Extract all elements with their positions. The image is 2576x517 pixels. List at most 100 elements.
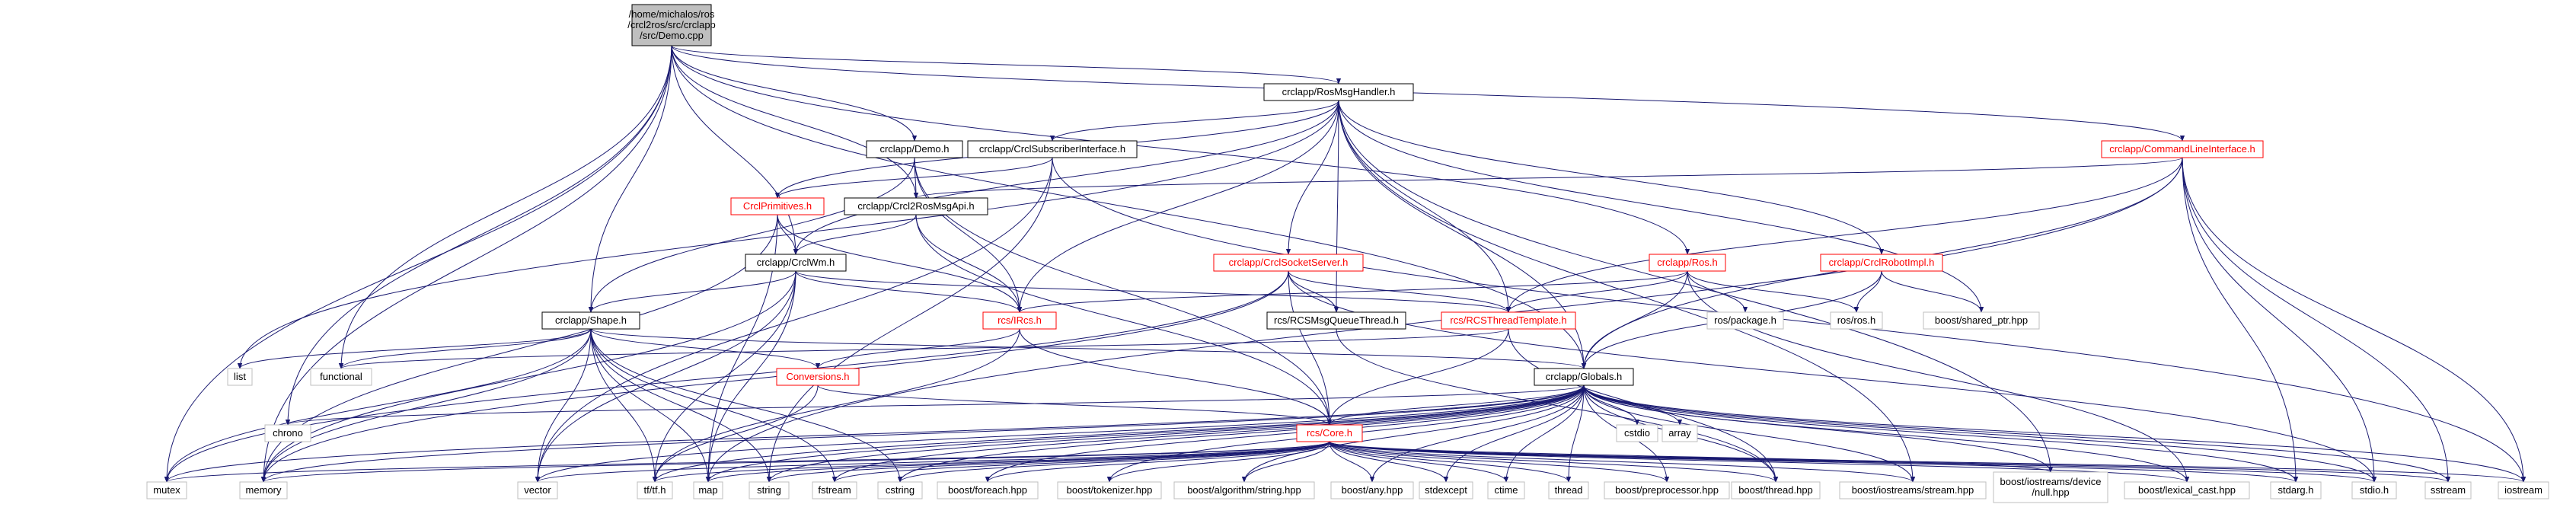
node-box-stdexcept [1419,481,1473,499]
edge-rcsmsgqueue-to-boostthread [1336,328,1779,483]
node-iostream: iostream [2498,481,2549,499]
node-box-boostany [1330,481,1414,499]
edge-rcscore-to-stdexcept [1329,441,1449,483]
node-crclwm[interactable]: crclapp/CrclWm.h [745,254,847,272]
node-label-crclsubscriber: crclapp/CrclSubscriberInterface.h [979,143,1125,155]
edge-ros_h-to-globals [1581,270,1688,369]
node-box-iostreamsnull [1993,471,2108,503]
node-box-crclsubscriber [967,140,1138,158]
edge-shape-to-fstream [590,328,838,483]
node-box-shape [541,311,640,330]
node-rcsmsgqueue[interactable]: rcs/RCSMsgQueueThread.h [1266,311,1406,330]
edge-crclsocketserver-to-rcscore [1288,270,1333,426]
edge-globals-to-algostring [1241,385,1585,483]
node-commandline[interactable]: crclapp/CommandLineInterface.h [2101,140,2264,158]
node-box-rospackage [1706,311,1784,330]
node-box-vector [517,481,558,499]
node-rcscore[interactable]: rcs/Core.h [1296,424,1363,442]
edge-conversions-to-tf [652,385,819,483]
edge-rosmsghandler-to-rcsmsgqueue [1333,100,1339,313]
node-stdexcept: stdexcept [1419,481,1473,499]
node-tf: tf/tf.h [637,481,673,499]
node-fstream: fstream [812,481,857,499]
node-label-cstdio: cstdio [1624,427,1650,439]
node-conversions[interactable]: Conversions.h [776,368,860,386]
node-label-iostreamsstream: boost/iostreams/stream.hpp [1852,484,1974,496]
node-label-rosros: ros/ros.h [1837,314,1876,326]
node-mutex: mutex [146,481,187,499]
edge-globals-to-stdarg [1583,385,2299,483]
node-crcl2rosmsgapi[interactable]: crclapp/Crcl2RosMsgApi.h [844,197,988,215]
node-shape[interactable]: crclapp/Shape.h [541,311,640,330]
node-rosmsghandler[interactable]: crclapp/RosMsgHandler.h [1263,83,1414,101]
node-box-demo_h [866,140,963,158]
edge-crcl2rosmsgapi-to-rcscore [915,214,1333,426]
edge-globals-to-stdio [1583,385,2377,483]
edge-rcscore-to-thread [1329,441,1572,483]
edge-rosmsghandler-to-rcsthreadtemplate [1338,100,1511,313]
node-foreach: boost/foreach.hpp [937,481,1039,499]
edge-crcl2rosmsgapi-to-ircs [915,214,1023,313]
node-iostreamsstream: boost/iostreams/stream.hpp [1839,481,1987,499]
node-rcsthreadtemplate[interactable]: rcs/RCSThreadTemplate.h [1441,311,1576,330]
edge-rcscore-to-boostthread [1329,441,1779,483]
edge-commandline-to-crcl2rosmsgapi [914,157,2183,199]
edge-globals-to-lexicalcast [1583,385,2190,483]
node-demo_cpp[interactable]: /home/michalos/ros/crcl2ros/src/crclapp/… [627,4,716,46]
node-ros_h[interactable]: crclapp/Ros.h [1649,254,1726,272]
edge-crclsubscriber-to-iostream [1052,157,2527,483]
node-box-conversions [776,368,860,386]
node-box-cstdio [1616,424,1658,442]
edge-demo_h-to-shape [588,157,915,313]
edge-globals-to-thread [1566,385,1585,483]
edge-rcscore-to-memory [261,441,1330,483]
edge-shape-to-vector [535,328,592,483]
node-box-rosros [1830,311,1883,330]
edge-rcscore-to-tokenizer [1106,441,1330,483]
node-label-boostany: boost/any.hpp [1342,484,1403,496]
node-ircs[interactable]: rcs/IRcs.h [982,311,1057,330]
node-demo_h[interactable]: crclapp/Demo.h [866,140,963,158]
node-sstream: sstream [2424,481,2472,499]
node-crclprimitives[interactable]: CrclPrimitives.h [730,197,825,215]
edge-rcscore-to-ctime [1329,441,1509,483]
edge-ros_h-to-lexicalcast [1687,270,2190,483]
node-label-chrono: chrono [273,427,303,439]
node-box-rcsthreadtemplate [1441,311,1576,330]
node-cstring: cstring [877,481,923,499]
edge-shape-to-cstring [590,328,903,483]
edge-globals-to-mutex [164,385,1585,483]
node-box-mutex [146,481,187,499]
node-box-crclwm [745,254,847,272]
edge-rcscore-to-lexicalcast [1329,441,2189,483]
node-label-rcscore: rcs/Core.h [1307,427,1352,439]
node-crclsubscriber[interactable]: crclapp/CrclSubscriberInterface.h [967,140,1138,158]
node-label-demo_cpp: /crcl2ros/src/crclapp [627,19,716,30]
edge-ros_h-to-rcsthreadtemplate [1505,270,1688,313]
node-box-lexicalcast [2124,481,2250,499]
edge-rcscore-to-iostreamsnull [1329,441,2053,473]
edge-rcscore-to-stdio [1329,441,2376,483]
node-box-chrono [264,424,311,442]
node-label-globals: crclapp/Globals.h [1546,371,1622,382]
node-crclsocketserver[interactable]: crclapp/CrclSocketServer.h [1213,254,1364,272]
edge-demo_cpp-to-mutex [164,45,672,483]
node-stdarg: stdarg.h [2270,481,2322,499]
node-box-foreach [937,481,1039,499]
node-crclrobotimpl[interactable]: crclapp/CrclRobotImpl.h [1820,254,1943,272]
node-box-stdio [2351,481,2397,499]
edge-crclsubscriber-to-string [766,157,1053,483]
edge-rcscore-to-fstream [832,441,1330,483]
edge-rosmsghandler-to-crclsubscriber [1049,100,1339,142]
node-box-iostreamsstream [1839,481,1987,499]
edge-globals-to-foreach [985,385,1585,483]
node-lexicalcast: boost/lexical_cast.hpp [2124,481,2250,499]
node-label-crclrobotimpl: crclapp/CrclRobotImpl.h [1829,257,1935,268]
node-box-cstring [877,481,923,499]
edge-ros_h-to-rospackage [1687,270,1748,313]
node-box-tokenizer [1057,481,1162,499]
edge-commandline-to-stdarg [2182,157,2299,483]
node-label-functional: functional [320,371,362,382]
edge-rcscore-to-stdarg [1329,441,2298,483]
node-globals[interactable]: crclapp/Globals.h [1534,368,1634,386]
